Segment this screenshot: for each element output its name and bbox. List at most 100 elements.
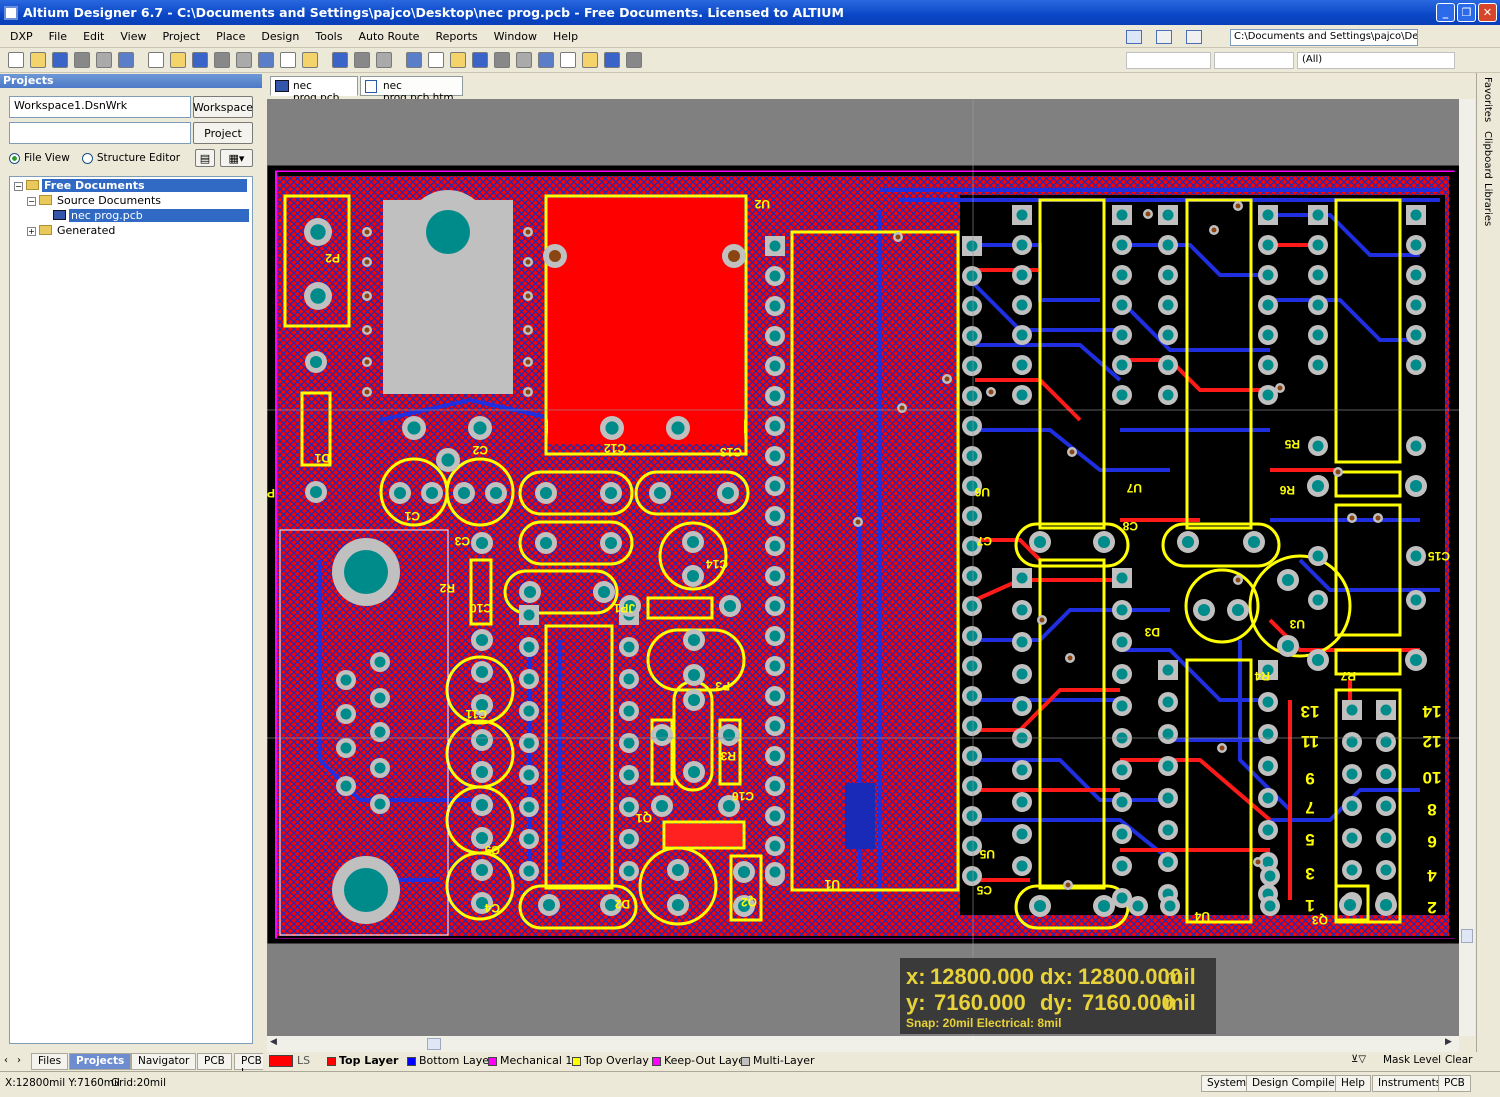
cut-icon[interactable]: [236, 52, 252, 68]
expand-icon[interactable]: +: [27, 227, 36, 236]
layer-tab-bottom-layer[interactable]: Bottom Layer: [403, 1053, 497, 1070]
collapse-icon[interactable]: −: [27, 197, 36, 206]
redo-icon[interactable]: [354, 52, 370, 68]
class-filter-dropdown[interactable]: (All): [1297, 52, 1455, 69]
path-combo[interactable]: C:\Documents and Settings\pajco\Des: [1230, 29, 1418, 46]
project-combo[interactable]: [9, 122, 191, 144]
room-icon[interactable]: [626, 52, 642, 68]
tab-scroll-left-icon[interactable]: ‹: [4, 1055, 8, 1066]
menu-auto-route[interactable]: Auto Route: [350, 30, 427, 43]
menu-view[interactable]: View: [112, 30, 154, 43]
horizontal-scrollbar[interactable]: ◀ ▶: [267, 1036, 1459, 1052]
close-button[interactable]: ✕: [1478, 3, 1497, 22]
pad: [619, 765, 639, 785]
component-filter-dropdown[interactable]: [1214, 52, 1294, 69]
pcb-workspace[interactable]: U2C12C13C1C2C3C4C5C7C8C9C10C11C14C15C16R…: [267, 99, 1475, 1036]
arc-icon[interactable]: [538, 52, 554, 68]
tab-scroll-right-icon[interactable]: ›: [17, 1055, 21, 1066]
tab-nec-prog-pcb-htm[interactable]: nec prog.pcb.htm: [360, 76, 463, 96]
zoom-prev-icon[interactable]: [214, 52, 230, 68]
menu-place[interactable]: Place: [208, 30, 253, 43]
clear-button[interactable]: Clear: [1445, 1054, 1472, 1066]
interactive-route-icon[interactable]: [428, 52, 444, 68]
string-icon[interactable]: [604, 52, 620, 68]
workspace-button[interactable]: Workspace: [193, 96, 253, 118]
zoom-fit-icon[interactable]: [148, 52, 164, 68]
structure-editor-radio[interactable]: [82, 153, 93, 164]
favorites-tab[interactable]: Favorites: [1482, 77, 1493, 122]
layers-icon[interactable]: [118, 52, 134, 68]
menu-edit[interactable]: Edit: [75, 30, 112, 43]
highlight-icon[interactable]: [376, 52, 392, 68]
document-options-icon[interactable]: ▦▾: [220, 149, 253, 167]
panel-tab-files[interactable]: Files: [31, 1053, 68, 1070]
menu-dxp[interactable]: DXP: [6, 30, 41, 43]
panel-tab-navigator[interactable]: Navigator: [131, 1053, 196, 1070]
maximize-button[interactable]: ❐: [1457, 3, 1476, 22]
vertical-scrollbar[interactable]: [1459, 99, 1475, 1036]
layer-nav-icon[interactable]: ⊻▽: [1351, 1054, 1366, 1065]
browse-icon[interactable]: [406, 52, 422, 68]
menu-reports[interactable]: Reports: [427, 30, 485, 43]
pcb-board-view[interactable]: U2C12C13C1C2C3C4C5C7C8C9C10C11C14C15C16R…: [267, 99, 1475, 1036]
save-icon[interactable]: [52, 52, 68, 68]
route-multi-icon[interactable]: [472, 52, 488, 68]
graph-icon[interactable]: [1126, 30, 1142, 44]
menu-help[interactable]: Help: [545, 30, 586, 43]
layer-tab-multi-layer[interactable]: Multi-Layer: [737, 1053, 818, 1070]
mask-level-button[interactable]: Mask Level: [1383, 1054, 1441, 1066]
menu-window[interactable]: Window: [486, 30, 545, 43]
panel-tab-pcb[interactable]: PCB: [197, 1053, 232, 1070]
print-icon[interactable]: [74, 52, 90, 68]
vscroll-thumb[interactable]: [1461, 929, 1473, 943]
layer-tab-ls[interactable]: LS: [267, 1053, 313, 1070]
layer-stack-icon[interactable]: [1186, 30, 1202, 44]
menu-file[interactable]: File: [41, 30, 75, 43]
polygon-icon[interactable]: [582, 52, 598, 68]
layer-tab-mechanical-1[interactable]: Mechanical 1: [484, 1053, 575, 1070]
pin-number-label: 4: [1427, 866, 1437, 885]
clipboard-tab[interactable]: Clipboard: [1482, 131, 1493, 179]
move-icon[interactable]: [258, 52, 274, 68]
copy-icon[interactable]: [280, 52, 296, 68]
menu-tools[interactable]: Tools: [307, 30, 350, 43]
hscroll-thumb[interactable]: [427, 1038, 441, 1050]
align-icon[interactable]: [1156, 30, 1172, 44]
menu-design[interactable]: Design: [253, 30, 307, 43]
layer-tab-top-layer[interactable]: Top Layer: [323, 1053, 401, 1070]
collapse-icon[interactable]: −: [14, 182, 23, 191]
zoom-area-icon[interactable]: [170, 52, 186, 68]
preview-icon[interactable]: [96, 52, 112, 68]
file-view-radio[interactable]: [9, 153, 20, 164]
tree-item[interactable]: −Source Documents: [27, 194, 163, 208]
panel-tab-projects[interactable]: Projects: [69, 1053, 131, 1070]
route-diff-icon[interactable]: [450, 52, 466, 68]
undo-icon[interactable]: [332, 52, 348, 68]
status-button-instruments[interactable]: Instruments: [1372, 1075, 1447, 1092]
status-button-help[interactable]: Help: [1335, 1075, 1371, 1092]
minimize-button[interactable]: _: [1436, 3, 1455, 22]
tab-nec-prog-pcb[interactable]: nec prog.pcb: [270, 76, 358, 96]
tree-item[interactable]: +Generated: [27, 224, 117, 238]
fill-icon[interactable]: [560, 52, 576, 68]
via-icon[interactable]: [494, 52, 510, 68]
status-button-pcb[interactable]: PCB: [1438, 1075, 1471, 1092]
scroll-right-arrow[interactable]: ▶: [1445, 1037, 1457, 1051]
tree-item[interactable]: −Free Documents: [14, 179, 247, 193]
tree-item[interactable]: nec prog.pcb: [40, 209, 249, 223]
status-button-design-compiler[interactable]: Design Compiler: [1246, 1075, 1345, 1092]
libraries-tab[interactable]: Libraries: [1482, 183, 1493, 226]
new-icon[interactable]: [8, 52, 24, 68]
scroll-left-arrow[interactable]: ◀: [270, 1037, 282, 1051]
project-button[interactable]: Project: [193, 122, 253, 144]
layer-tab-top-overlay[interactable]: Top Overlay: [568, 1053, 652, 1070]
menu-project[interactable]: Project: [154, 30, 208, 43]
net-filter-dropdown[interactable]: [1126, 52, 1211, 69]
workspace-combo[interactable]: Workspace1.DsnWrk: [9, 96, 191, 118]
status-button-system[interactable]: System: [1201, 1075, 1252, 1092]
pad-icon[interactable]: [516, 52, 532, 68]
open-icon[interactable]: [30, 52, 46, 68]
compile-icon[interactable]: ▤: [195, 149, 215, 167]
zoom-select-icon[interactable]: [192, 52, 208, 68]
paste-icon[interactable]: [302, 52, 318, 68]
